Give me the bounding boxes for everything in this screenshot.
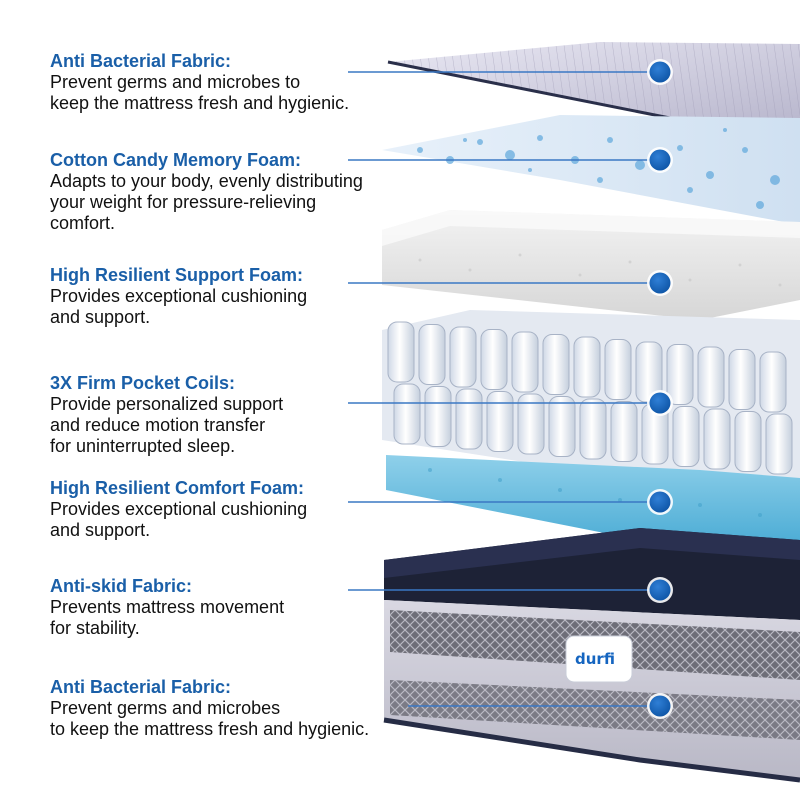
feature-description: Prevent germs and microbes to keep the m… [50, 72, 350, 113]
callout-dot [649, 392, 671, 414]
pocket-coil [548, 396, 576, 457]
feature-title: 3X Firm Pocket Coils: [50, 373, 236, 393]
pocket-coil [672, 406, 700, 467]
feature-callout: High Resilient Support Foam: Provides ex… [50, 265, 410, 328]
support-foam-layer [382, 210, 800, 320]
feature-description: Adapts to your body, evenly distributing… [50, 171, 363, 233]
callout-connectors [348, 59, 673, 719]
pocket-coil [393, 383, 421, 445]
pocket-coil [449, 326, 477, 388]
pocket-coil [728, 349, 756, 410]
feature-description: Prevent germs and microbes to keep the m… [50, 698, 370, 739]
pocket-coil [734, 411, 762, 472]
memory-foam-layer [382, 115, 800, 225]
pocket-coil [604, 339, 632, 400]
svg-text:durfi: durfi [575, 650, 615, 668]
feature-title: High Resilient Comfort Foam: [50, 478, 305, 498]
feature-description: Prevents mattress movement for stability… [50, 597, 285, 638]
comfort-foam-layer [386, 455, 800, 540]
pocket-coil [511, 331, 539, 393]
feature-callout: Anti Bacterial Fabric: Prevent germs and… [50, 51, 410, 114]
pocket-coil [486, 391, 514, 452]
feature-title: Anti-skid Fabric: [50, 576, 193, 596]
pocket-coil [610, 401, 638, 462]
pocket-coils-group [387, 321, 793, 475]
pocket-coil [759, 351, 787, 413]
callout-dot [649, 491, 671, 513]
pocket-coil [666, 344, 694, 405]
callout-dot [649, 579, 671, 601]
feature-title: High Resilient Support Foam: [50, 265, 304, 285]
pocket-coil [703, 408, 731, 470]
pocket-coil [579, 398, 607, 460]
feature-description: Provide personalized support and reduce … [50, 394, 284, 456]
feature-title: Anti Bacterial Fabric: [50, 51, 232, 71]
pocket-coil [455, 388, 483, 450]
pocket-coil [573, 336, 601, 398]
feature-callout: Anti Bacterial Fabric: Prevent germs and… [50, 677, 410, 740]
pocket-coil [542, 334, 570, 395]
durfi-logo: durfi [565, 635, 633, 683]
feature-title: Anti Bacterial Fabric: [50, 677, 232, 697]
feature-description: Provides exceptional cushioning and supp… [50, 286, 308, 327]
pocket-coil [765, 413, 793, 475]
pocket-coil [697, 346, 725, 408]
pocket-coil [424, 386, 452, 447]
feature-callout: High Resilient Comfort Foam: Provides ex… [50, 478, 410, 541]
feature-description: Provides exceptional cushioning and supp… [50, 499, 308, 540]
feature-callout: Cotton Candy Memory Foam: Adapts to your… [50, 150, 410, 234]
feature-callout: Anti-skid Fabric: Prevents mattress move… [50, 576, 410, 639]
pocket-coil [387, 321, 415, 383]
feature-title: Cotton Candy Memory Foam: [50, 150, 302, 170]
feature-callout: 3X Firm Pocket Coils: Provide personaliz… [50, 373, 410, 457]
callout-dot [649, 61, 671, 83]
pocket-coil [418, 324, 446, 385]
callout-dot [649, 695, 671, 717]
pocket-coil [480, 329, 508, 390]
pocket-coil [517, 393, 545, 455]
callout-dot [649, 272, 671, 294]
pocket-coils-layer [382, 310, 800, 500]
mattress-base: durfi [383, 528, 800, 783]
callout-dot [649, 149, 671, 171]
